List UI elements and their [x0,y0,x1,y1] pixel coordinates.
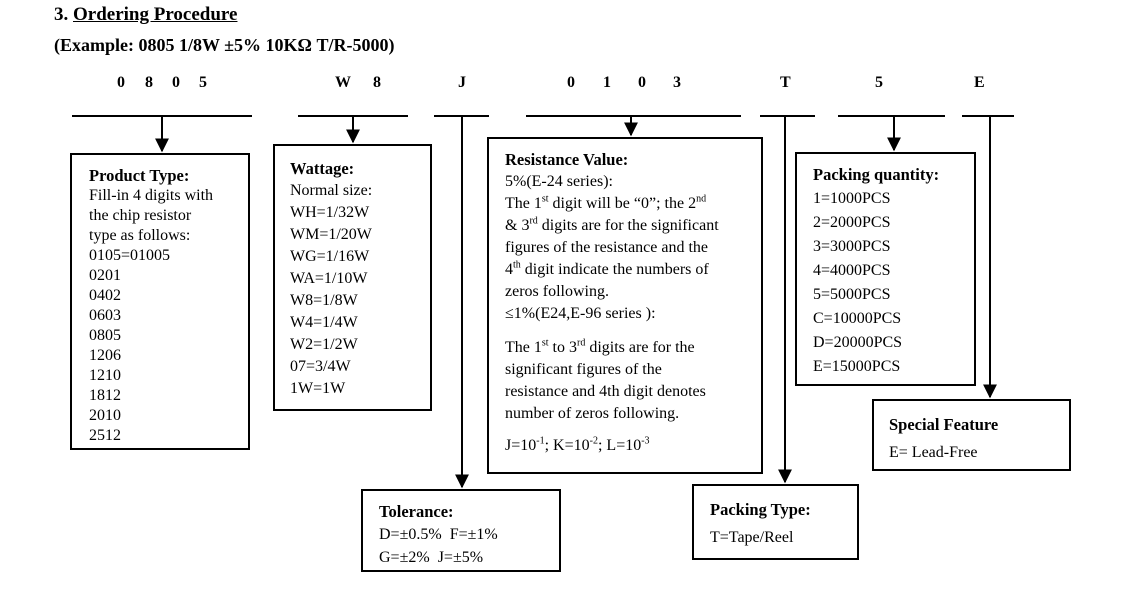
wattage-item: WA=1/10W [290,270,368,287]
resistance-text-line: The 1st to 3rd digits are for the [505,337,695,356]
code-digit-special: E [974,74,985,91]
example-line: (Example: 0805 1/8W ±5% 10KΩ T/R-5000) [54,35,395,55]
packing-quantity-item: 5=5000PCS [813,286,891,303]
resistance-value-box: Resistance Value: 5%(E-24 series): The 1… [487,137,763,474]
code-digit-tolerance: J [458,74,466,91]
code-digit-size-0: 0 [117,74,125,91]
code-digit-resistance-0: 0 [567,74,575,91]
wattage-box: Wattage: Normal size: WH=1/32W WM=1/20W … [273,144,432,411]
special-feature-box: Special Feature E= Lead-Free [872,399,1071,471]
product-type-item: 1812 [89,387,121,404]
product-type-item: 2010 [89,407,121,424]
packing-type-value: T=Tape/Reel [710,529,794,546]
product-type-item: 2512 [89,427,121,444]
packing-quantity-box: Packing quantity: 1=1000PCS 2=2000PCS 3=… [795,152,976,386]
packing-quantity-item: 2=2000PCS [813,214,891,231]
wattage-subheading: Normal size: [290,182,373,199]
resistance-text-line: 4th digit indicate the numbers of [505,259,709,278]
packing-quantity-item: 1=1000PCS [813,190,891,207]
resistance-text-line: & 3rd digits are for the significant [505,215,719,234]
wattage-item: 1W=1W [290,380,346,397]
segment-bar-resistance [526,115,741,117]
code-digit-packing-qty: 5 [875,74,883,91]
tolerance-box: Tolerance: D=±0.5% F=±1% G=±2% J=±5% [361,489,561,572]
resistance-text-line: The 1st digit will be “0”; the 2nd [505,193,707,212]
product-type-item: 1210 [89,367,121,384]
resistance-series-5: 5%(E-24 series): [505,173,613,190]
code-digit-size-3: 5 [199,74,207,91]
section-title: 3. Ordering Procedure [54,4,237,26]
tolerance-row: D=±0.5% F=±1% [379,526,498,543]
code-digit-size-1: 8 [145,74,153,91]
packing-type-heading: Packing Type: [710,500,811,519]
section-number: 3. [54,4,69,25]
code-digit-wattage-0: W [335,74,351,91]
product-type-heading: Product Type: [89,166,190,185]
wattage-item: 07=3/4W [290,358,351,375]
special-feature-value: E= Lead-Free [889,444,978,461]
resistance-text-line: zeros following. [505,283,609,300]
resistance-multipliers: J=10-1; K=10-2; L=10-3 [505,435,650,454]
resistance-text-line: number of zeros following. [505,405,680,422]
product-type-item: 0201 [89,267,121,284]
wattage-item: WG=1/16W [290,248,370,265]
packing-quantity-item: E=15000PCS [813,358,901,375]
product-type-item: 0402 [89,287,121,304]
product-type-item: 0603 [89,307,121,324]
packing-quantity-item: C=10000PCS [813,310,902,327]
product-type-item: 0105=01005 [89,247,171,264]
segment-bar-special [962,115,1014,117]
wattage-item: WH=1/32W [290,204,370,221]
tolerance-row: G=±2% J=±5% [379,549,484,566]
wattage-item: W4=1/4W [290,314,358,331]
resistance-text-line: figures of the resistance and the [505,239,709,256]
resistance-text-line: significant figures of the [505,361,662,378]
product-type-intro-0: Fill-in 4 digits with [89,187,214,204]
code-digit-packing-type: T [780,74,791,91]
code-digit-resistance-2: 0 [638,74,646,91]
product-type-item: 0805 [89,327,121,344]
code-digit-size-2: 0 [172,74,180,91]
resistance-text-line: resistance and 4th digit denotes [505,383,706,400]
tolerance-heading: Tolerance: [379,502,454,521]
packing-quantity-item: D=20000PCS [813,334,903,351]
wattage-item: W8=1/8W [290,292,358,309]
code-digit-resistance-1: 1 [603,74,611,91]
product-type-item: 1206 [89,347,121,364]
code-digit-resistance-3: 3 [673,74,681,91]
packing-type-box: Packing Type: T=Tape/Reel [692,484,859,560]
special-feature-heading: Special Feature [889,415,999,434]
wattage-heading: Wattage: [290,159,355,178]
resistance-heading: Resistance Value: [505,150,629,169]
packing-quantity-item: 4=4000PCS [813,262,891,279]
section-title-text: Ordering Procedure [73,4,238,25]
packing-quantity-item: 3=3000PCS [813,238,891,255]
segment-bar-packing-qty [838,115,945,117]
product-type-intro-2: type as follows: [89,227,191,244]
code-digit-wattage-1: 8 [373,74,381,91]
wattage-item: WM=1/20W [290,226,372,243]
product-type-box: Product Type: Fill-in 4 digits with the … [70,153,250,450]
product-type-intro-1: the chip resistor [89,207,192,224]
packing-quantity-heading: Packing quantity: [813,165,940,184]
segment-bar-packing-type [760,115,815,117]
resistance-series-1: ≤1%(E24,E-96 series ): [505,305,656,322]
wattage-item: W2=1/2W [290,336,358,353]
